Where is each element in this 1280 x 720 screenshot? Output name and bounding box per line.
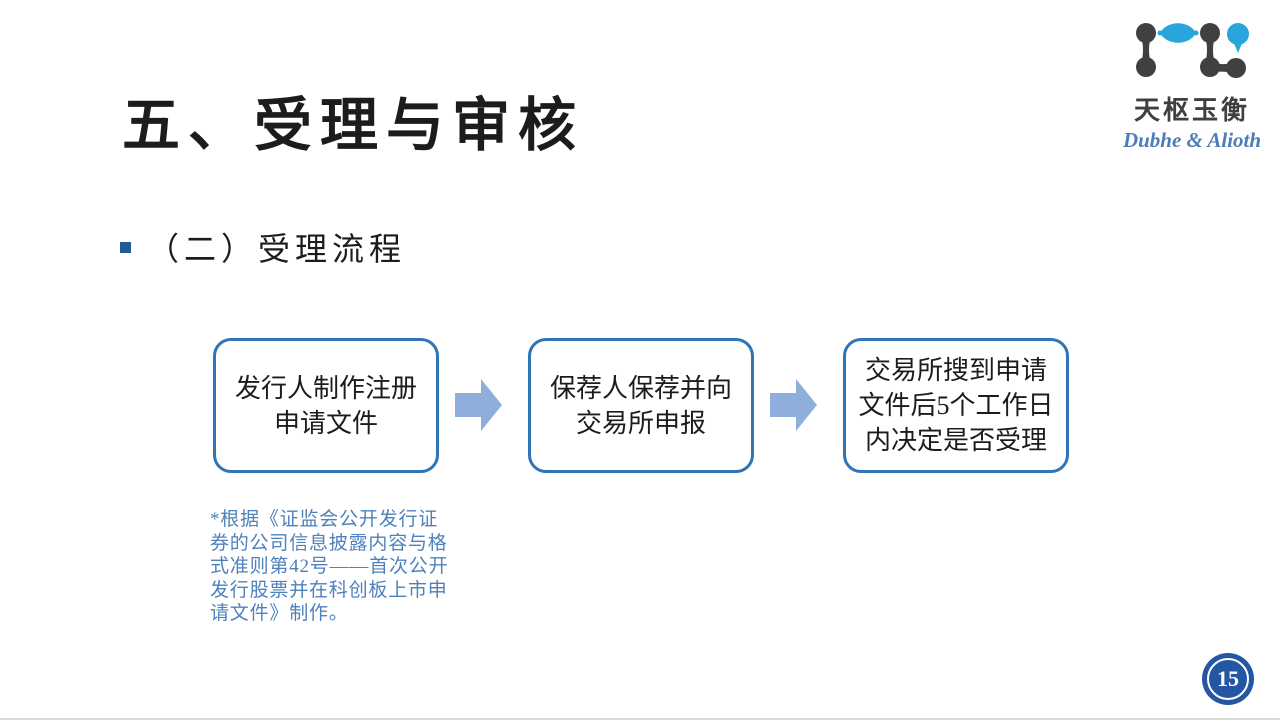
slide-title: 五、受理与审核 xyxy=(122,93,585,158)
slide-bottom-edge xyxy=(0,718,1280,720)
bullet-square-icon xyxy=(120,241,131,253)
flow-step-2: 保荐人保荐并向 交易所申报 xyxy=(528,338,754,473)
logo-name-en: Dubhe & Alioth xyxy=(1122,128,1262,152)
flow-arrow-icon xyxy=(770,379,817,431)
section-bullet-label: （二）受理流程 xyxy=(147,231,407,267)
footnote-text: *根据《证监会公开发行证 券的公司信息披露内容与格 式准则第42号——首次公开 … xyxy=(210,509,449,624)
logo-mark-icon xyxy=(1136,23,1249,78)
page-number: 15 xyxy=(1217,666,1239,691)
section-bullet-row: （二）受理流程 xyxy=(120,224,406,270)
company-logo: 天枢玉衡 Dubhe & Alioth xyxy=(1122,14,1262,153)
flow-arrow-icon xyxy=(455,379,502,431)
flow-step-3: 交易所搜到申请 文件后5个工作日 内决定是否受理 xyxy=(843,338,1069,473)
page-number-badge: 15 xyxy=(1202,653,1254,705)
flow-step-1: 发行人制作注册 申请文件 xyxy=(213,338,439,473)
logo-name-cn: 天枢玉衡 xyxy=(1133,96,1250,125)
page-number-ring: 15 xyxy=(1207,658,1249,700)
